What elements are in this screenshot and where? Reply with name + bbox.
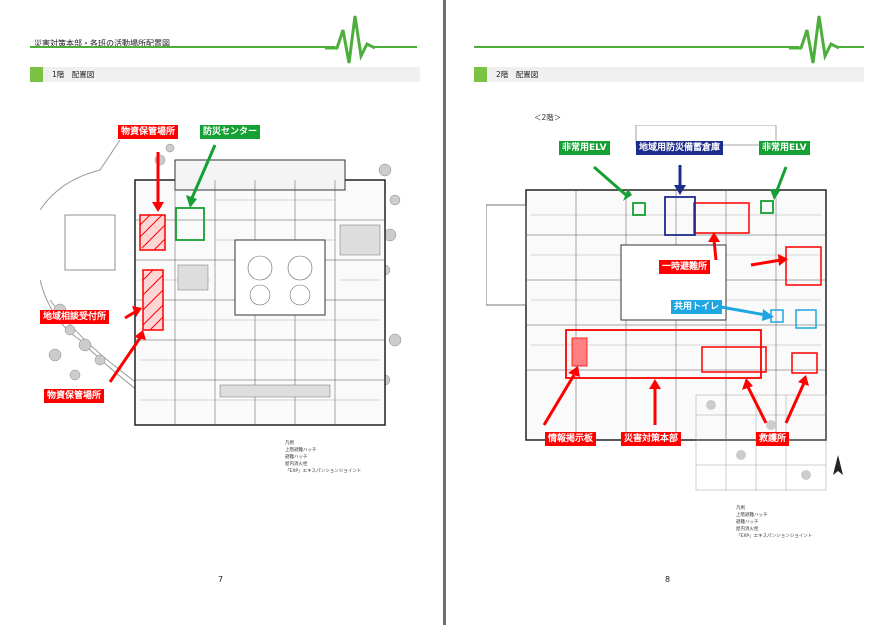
left-page: 災害対策本部・各班の活動場所配置図 1階 配置図 xyxy=(0,0,443,625)
floor-sub-label: ＜2階＞ xyxy=(534,113,562,122)
book-spine xyxy=(443,0,446,625)
floor-heading: 1階 配置図 xyxy=(52,70,95,79)
header-line-right xyxy=(836,46,864,48)
callout-supply-storage-bottom: 物資保管場所 xyxy=(44,389,105,403)
document-title: 災害対策本部・各班の活動場所配置図 xyxy=(34,39,170,48)
floor-heading-marker xyxy=(474,67,487,82)
pulse-logo xyxy=(789,15,839,64)
page-number: 8 xyxy=(665,575,671,584)
callout-supply-storage-top: 物資保管場所 xyxy=(118,125,179,139)
header-line xyxy=(474,46,799,48)
header-line-right xyxy=(372,46,417,48)
callout-disaster-headquarters: 災害対策本部 xyxy=(621,432,682,446)
compass xyxy=(833,455,843,475)
callout-disaster-center: 防災センター xyxy=(200,125,261,139)
callout-disaster-warehouse: 地域用防災備蓄倉庫 xyxy=(636,141,724,155)
callout-emergency-elevator-left: 非常用ELV xyxy=(559,141,610,155)
legend: 凡例 上階避難ハッチ 避難ハッチ 屋内消火栓 「EXP」エキスパンションジョイン… xyxy=(736,506,813,539)
floor-heading: 2階 配置図 xyxy=(496,70,539,79)
header-line xyxy=(30,46,335,48)
floor-heading-marker xyxy=(30,67,43,82)
compass-letter: N xyxy=(836,462,841,469)
callout-first-aid-station: 救護所 xyxy=(756,432,790,446)
floor-heading-bar: 1階 配置図 xyxy=(30,67,420,82)
callout-temporary-shelter: 一時避難所 xyxy=(659,260,711,274)
legend: 凡例 上階避難ハッチ 避難ハッチ 屋内消火栓 「EXP」エキスパンションジョイン… xyxy=(285,441,362,474)
callout-consultation-desk: 地域相談受付所 xyxy=(40,310,110,324)
floor-plan-2f xyxy=(486,125,843,491)
callout-emergency-elevator-right: 非常用ELV xyxy=(759,141,810,155)
pulse-logo xyxy=(325,15,375,64)
page-number: 7 xyxy=(218,575,224,584)
floor-heading-bar: 2階 配置図 xyxy=(474,67,864,82)
callout-shared-toilet: 共用トイレ xyxy=(671,300,723,314)
callout-information-board: 情報掲示板 xyxy=(545,432,597,446)
right-page: 2階 配置図 ＜2階＞ xyxy=(446,0,889,625)
